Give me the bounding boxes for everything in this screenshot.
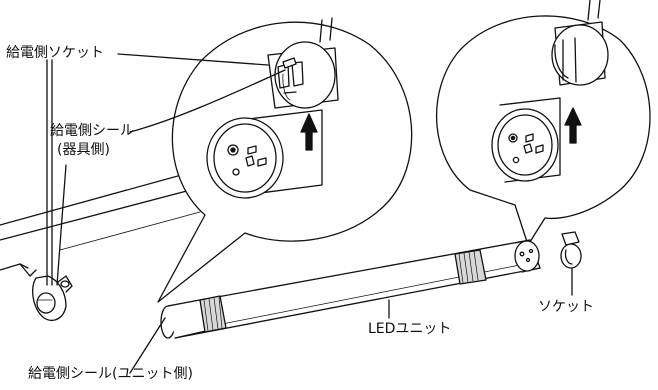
up-arrow-icon — [565, 108, 581, 143]
socket-right — [561, 232, 581, 295]
label-socket: ソケット — [538, 299, 594, 315]
magnifier-left — [158, 18, 412, 302]
fixture-socket-left — [33, 276, 72, 320]
label-feed-side-seal-fixture: 給電側シール — [50, 123, 134, 139]
label-led-unit: LEDユニット — [368, 321, 452, 337]
magnifier-right — [437, 0, 650, 245]
label-fixture-side: (器具側) — [57, 142, 110, 158]
label-feed-side-seal-unit: 給電側シール(ユニット側) — [28, 366, 193, 382]
up-arrow-icon — [301, 114, 317, 150]
led-tube — [161, 240, 540, 338]
label-feed-side-socket: 給電側ソケット — [6, 45, 104, 61]
